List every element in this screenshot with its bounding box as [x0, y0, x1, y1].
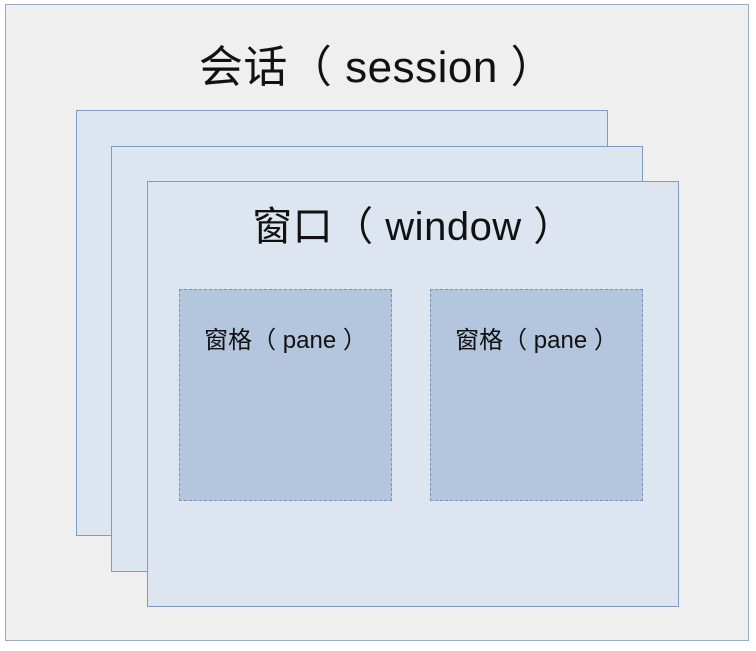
pane-box-left: 窗格（ pane ）: [179, 289, 392, 501]
window-title: 窗口（ window ）: [252, 205, 574, 249]
session-title: 会话（ session ）: [198, 43, 556, 92]
pane-title-left: 窗格（ pane ）: [204, 327, 367, 354]
pane-box-right: 窗格（ pane ）: [430, 289, 643, 501]
pane-title-right: 窗格（ pane ）: [455, 327, 618, 354]
window-box-front: 窗口（ window ） 窗格（ pane ） 窗格（ pane ）: [147, 181, 679, 607]
